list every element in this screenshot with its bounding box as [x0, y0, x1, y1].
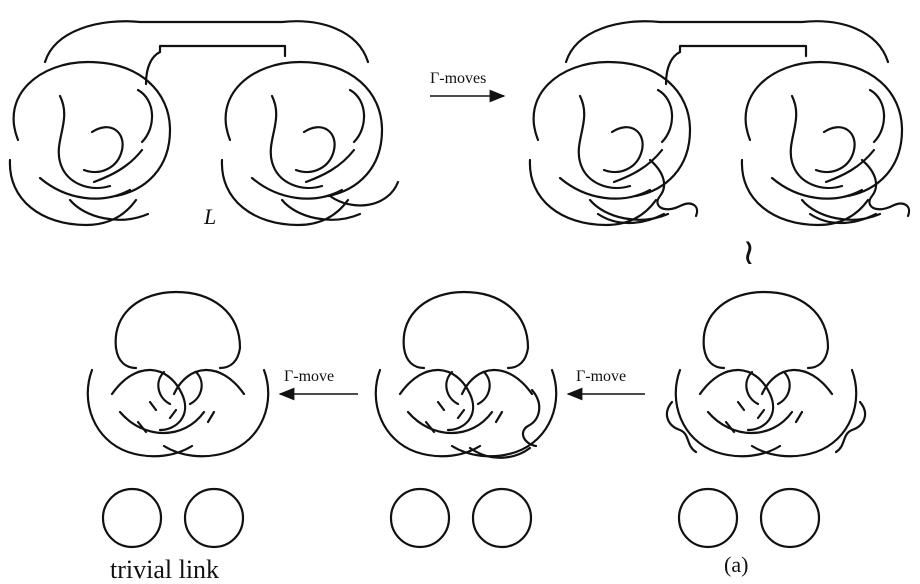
- unknot-circle: [101, 487, 163, 549]
- panel-tag: (a): [724, 552, 748, 577]
- diagram-link-l: [8, 20, 400, 227]
- diagram-bottom-right: [665, 290, 867, 549]
- top-arrow-label: Γ-moves: [430, 70, 486, 87]
- link-label: L: [203, 204, 216, 229]
- trivial-link-label: trivial link: [110, 555, 219, 584]
- unknot-circle: [677, 487, 739, 549]
- bottom-arrow-label-1: Γ-move: [576, 368, 626, 385]
- diagram-trivial-link: [86, 290, 270, 549]
- unknot-circle: [471, 487, 533, 549]
- unknot-circle: [183, 487, 245, 549]
- diagram-after-moves: [528, 20, 911, 227]
- unknot-circle: [389, 487, 451, 549]
- unknot-circle: [759, 487, 821, 549]
- bottom-arrow-label-2: Γ-move: [284, 368, 334, 385]
- equivalence-symbol: ≀: [742, 232, 756, 272]
- diagram-bottom-middle: [374, 290, 558, 549]
